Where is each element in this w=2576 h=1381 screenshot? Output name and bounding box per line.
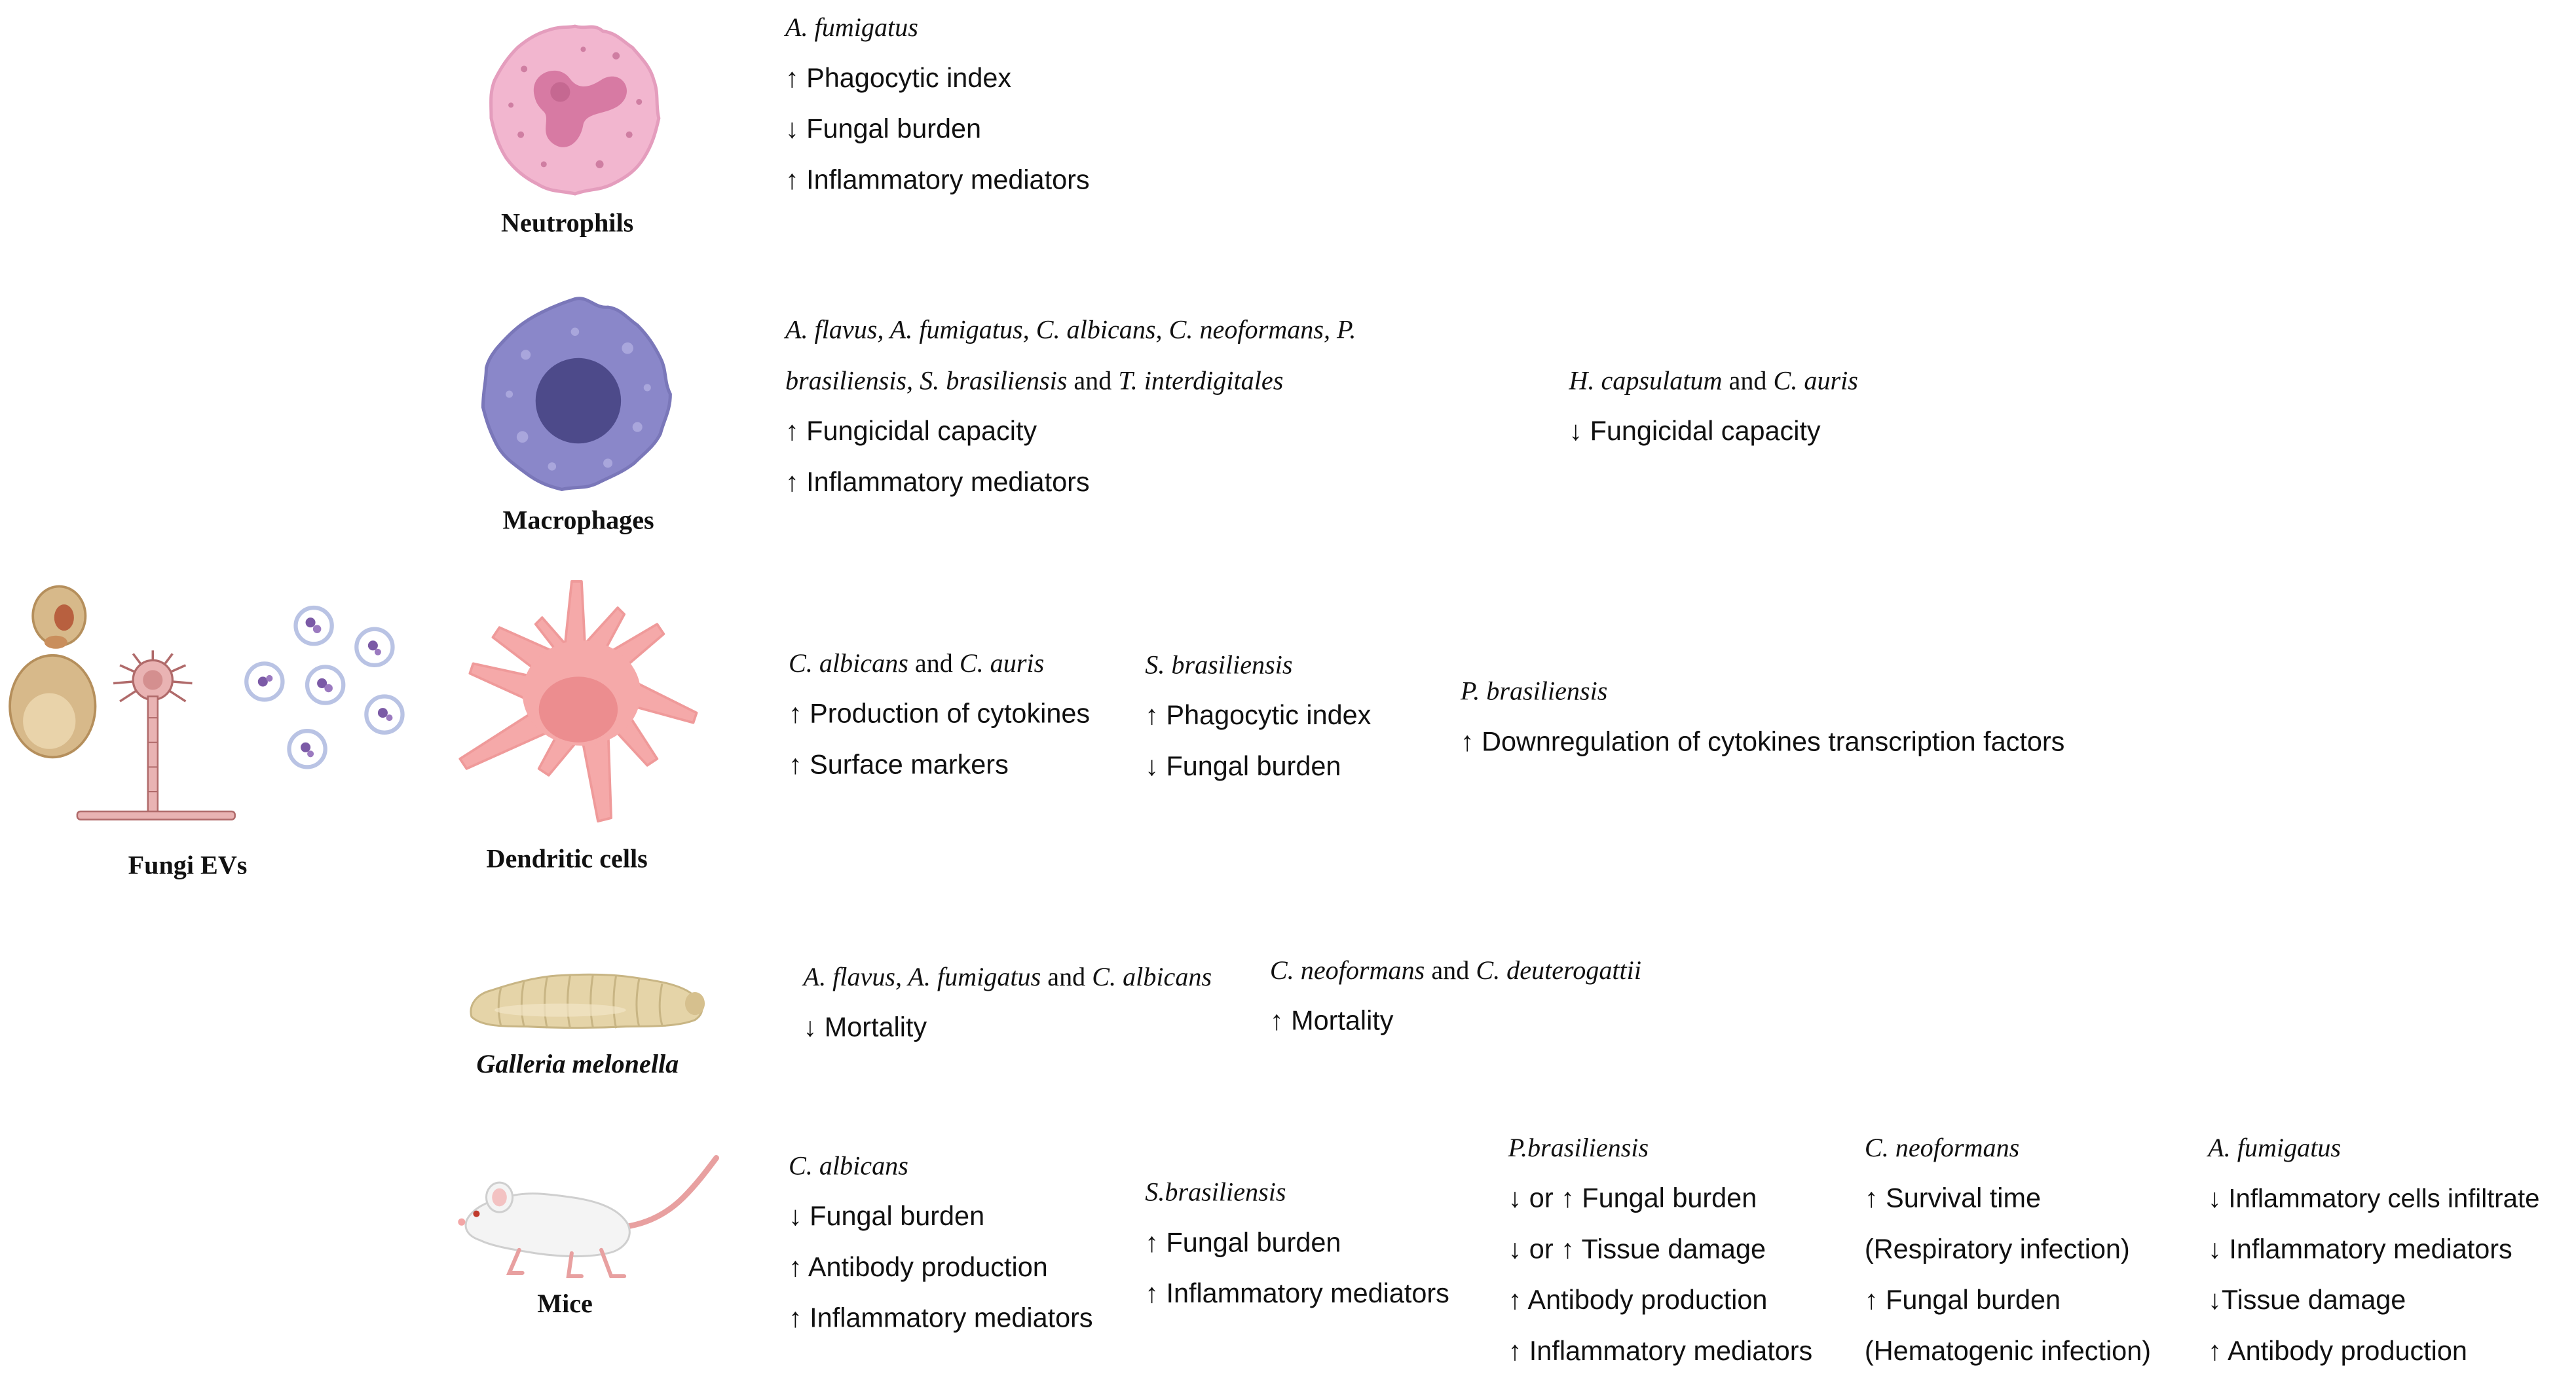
effect-item: ↑ Fungicidal capacity [785, 417, 1037, 447]
macrophage-icon [481, 297, 672, 492]
effect-item: ↑ Phagocytic index [1145, 701, 1372, 731]
galleria-label: Galleria melonella [476, 1051, 679, 1079]
effect-item: ↑ Production of cytokines [788, 699, 1091, 729]
organism-text: A. fumigatus [785, 14, 918, 43]
organism-text: S. brasiliensis [1145, 652, 1293, 680]
mice-group-3: P.brasiliensis ↓ or ↑ Fungal burden ↓ or… [1508, 1124, 1813, 1378]
extracellular-vesicle-icon [244, 661, 285, 702]
neutrophils-label: Neutrophils [501, 210, 634, 238]
organism-text: A. flavus, A. fumigatus and C. albicans [803, 964, 1212, 993]
galleria-group-2: C. neoformans and C. deuterogattii ↑ Mor… [1270, 946, 1641, 1048]
effect-item: ↓ Fungal burden [1145, 752, 1341, 782]
fungi-yeast-icon [9, 585, 97, 759]
mice-group-1: C. albicans ↓ Fungal burden ↑ Antibody p… [789, 1141, 1093, 1345]
effect-item: ↑ Inflammatory mediators [785, 166, 1090, 196]
effect-item: ↑ Inflammatory mediators [788, 1304, 1093, 1334]
extracellular-vesicle-icon [287, 729, 327, 769]
fungi-evs-label: Fungi EVs [128, 852, 248, 881]
organism-text: C. neoformans and C. deuterogattii [1269, 957, 1641, 985]
mice-group-2: S.brasiliensis ↑ Fungal burden ↑ Inflamm… [1145, 1168, 1449, 1320]
macrophages-label: Macrophages [502, 507, 654, 536]
effect-item: ↓ Inflammatory mediators [2208, 1235, 2512, 1265]
dendritic-group-3: P. brasiliensis ↑ Downregulation of cyto… [1461, 667, 2064, 769]
effect-item: ↓ Fungal burden [785, 115, 982, 145]
macrophages-group-1: A. flavus, A. fumigatus, C. albicans, C.… [785, 306, 1356, 509]
effect-item: ↑ Phagocytic index [785, 64, 1012, 94]
organism-text: C. albicans and C. auris [788, 650, 1045, 678]
mice-group-4: C. neoformans ↑ Survival time (Respirato… [1865, 1124, 2151, 1378]
organism-text: P.brasiliensis [1508, 1135, 1649, 1163]
effect-item: ↓ Mortality [803, 1013, 927, 1043]
effect-item: ↑ Inflammatory mediators [1145, 1279, 1449, 1310]
organism-text: S.brasiliensis [1145, 1179, 1286, 1207]
effect-item: ↑ Mortality [1269, 1006, 1394, 1037]
extracellular-vesicle-icon [364, 694, 405, 735]
effect-item: ↑ Antibody production [788, 1253, 1048, 1283]
mice-label: Mice [537, 1291, 593, 1319]
extracellular-vesicle-icon [354, 627, 395, 667]
effect-item: ↑ Antibody production [1508, 1285, 1768, 1316]
effect-item: ↓ Fungicidal capacity [1569, 417, 1821, 447]
effect-item: ↑ Fungal burden [1145, 1228, 1341, 1259]
effect-item: ↑ Inflammatory mediators [785, 468, 1090, 498]
fungi-mold-icon [76, 650, 236, 820]
organism-text: C. albicans [788, 1152, 908, 1181]
dendritic-group-2: S. brasiliensis ↑ Phagocytic index ↓ Fun… [1145, 640, 1371, 793]
effect-item: ↑ Surface markers [788, 750, 1009, 781]
organism-text: C. neoformans [1864, 1135, 2020, 1163]
extracellular-vesicle-icon [293, 605, 334, 646]
organism-text: A. fumigatus [2208, 1135, 2342, 1163]
organism-text: P. brasiliensis [1460, 678, 1608, 707]
effect-item: ↓ or ↑ Fungal burden [1508, 1184, 1757, 1214]
dendritic-group-1: C. albicans and C. auris ↑ Production of… [789, 639, 1090, 792]
galleria-group-1: A. flavus, A. fumigatus and C. albicans … [804, 953, 1212, 1055]
effect-item: ↓Tissue damage [2208, 1285, 2406, 1316]
effect-item: ↑ Fungal burden [1864, 1285, 2061, 1316]
effect-item: ↓ Inflammatory cells infiltrate [2208, 1185, 2540, 1214]
mouse-icon [458, 1154, 720, 1278]
organism-text: A. flavus, A. fumigatus, C. albicans, C.… [785, 317, 1356, 345]
macrophages-group-2: H. capsulatum and C. auris ↓ Fungicidal … [1569, 356, 1858, 458]
effect-item: (Hematogenic infection) [1864, 1336, 2151, 1367]
neutrophil-icon [489, 24, 661, 196]
neutrophils-group-1: A. fumigatus ↑ Phagocytic index ↓ Fungal… [785, 3, 1090, 207]
dendritic-cells-label: Dendritic cells [486, 845, 648, 874]
galleria-larva-icon [470, 973, 705, 1029]
organism-text: H. capsulatum and C. auris [1569, 367, 1858, 396]
effect-item: ↓ or ↑ Tissue damage [1508, 1235, 1766, 1265]
effect-item: ↑ Downregulation of cytokines transcript… [1460, 727, 2065, 758]
mice-group-5: A. fumigatus ↓ Inflammatory cells infilt… [2208, 1124, 2539, 1378]
effect-item: ↑ Inflammatory mediators [1508, 1336, 1813, 1367]
effect-item: (Respiratory infection) [1864, 1235, 2130, 1265]
effect-item: ↑ Antibody production [2208, 1336, 2467, 1367]
organism-text: brasiliensis, S. brasiliensis and T. int… [785, 367, 1284, 396]
extracellular-vesicle-icon [305, 665, 346, 705]
dendritic-cell-icon [458, 580, 698, 823]
effect-item: ↑ Survival time [1864, 1184, 2042, 1214]
effect-item: ↓ Fungal burden [788, 1202, 985, 1232]
